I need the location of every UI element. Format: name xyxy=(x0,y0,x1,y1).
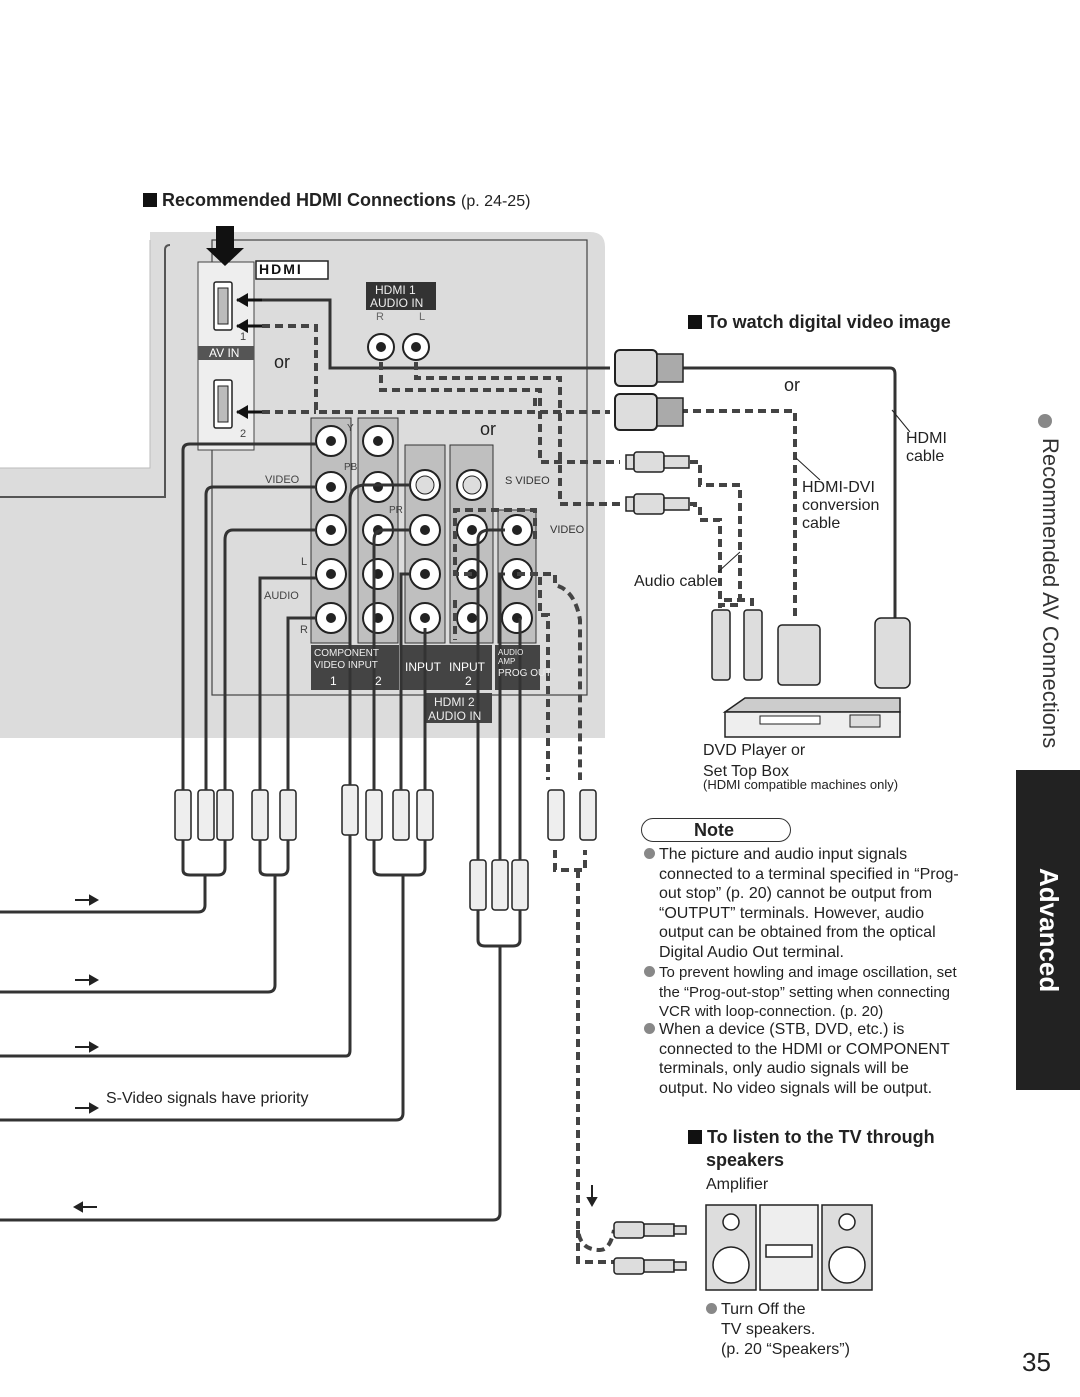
or-middle: or xyxy=(480,419,497,439)
hdmi2-audio-in-label-2: AUDIO IN xyxy=(428,709,482,723)
video-right-label: VIDEO xyxy=(550,524,585,536)
heading-watch-digital: To watch digital video image xyxy=(688,312,951,333)
tv-panel-edge xyxy=(0,244,171,498)
hdmi-logo: HDMI xyxy=(259,261,303,277)
note-item-3: When a device (STB, DVD, etc.) is connec… xyxy=(644,1020,950,1098)
audio-label: AUDIO xyxy=(264,590,299,602)
input-2-label: INPUT xyxy=(449,660,485,674)
prog-out-label: PROG OUT xyxy=(498,668,552,679)
l-label: L xyxy=(419,311,426,323)
s-video-label: S VIDEO xyxy=(505,475,550,487)
heading-listen-speakers: To listen to the TV through speakers xyxy=(688,1126,935,1172)
input-1-label: INPUT xyxy=(405,660,441,674)
hdmi1-audio-in-label-1: HDMI 1 xyxy=(375,283,416,297)
pr-label: PR xyxy=(389,505,403,516)
audio-cable-label: Audio cable xyxy=(634,573,718,590)
rca-plug-icon xyxy=(625,451,690,515)
y-label: Y xyxy=(347,423,354,434)
square-bullet-icon xyxy=(688,1130,702,1144)
square-bullet-icon xyxy=(688,315,702,329)
turn-off-speakers: Turn Off the TV speakers. (p. 20 “Speake… xyxy=(706,1300,850,1360)
comp-1-label: 1 xyxy=(330,674,337,688)
hdmi-plug-icon xyxy=(614,349,684,431)
input-2-num: 2 xyxy=(465,674,472,688)
bullet-icon xyxy=(644,1023,655,1034)
component-input-label: COMPONENT VIDEO INPUT xyxy=(314,648,379,671)
hdmi-port-1-icon xyxy=(213,281,233,331)
rca-plug-icon xyxy=(613,1221,687,1275)
pb-label: PB xyxy=(344,462,358,473)
audio-amp-label: AUDIO AMP xyxy=(498,648,524,666)
port-1-label: 1 xyxy=(240,331,247,343)
amplifier-icon xyxy=(705,1204,873,1291)
av-in-label: AV IN xyxy=(209,346,240,360)
amplifier-label: Amplifier xyxy=(706,1176,769,1193)
hdmi2-audio-in-label-1: HDMI 2 xyxy=(434,695,475,709)
bullet-icon xyxy=(706,1303,717,1314)
page-number: 35 xyxy=(1022,1347,1051,1377)
l-mark: L xyxy=(301,556,308,568)
hdmi-port-2-icon xyxy=(213,379,233,429)
dvd-note: (HDMI compatible machines only) xyxy=(703,777,899,792)
or-right: or xyxy=(784,375,801,395)
input-arrow-icon xyxy=(206,226,244,266)
dvd-player-icon xyxy=(722,697,901,738)
side-section-title: Recommended AV Connections xyxy=(1038,438,1063,749)
heading-recommended-hdmi: Recommended HDMI Connections (p. 24-25) xyxy=(143,190,530,211)
note-item-1: The picture and audio input signals conn… xyxy=(644,845,959,962)
svideo-priority-label: S-Video signals have priority xyxy=(106,1090,309,1107)
comp-2-label: 2 xyxy=(375,674,382,688)
video-label: VIDEO xyxy=(265,474,300,486)
note-item-2: To prevent howling and image oscillation… xyxy=(644,963,957,1022)
side-bullet-icon xyxy=(1038,414,1052,428)
r-label: R xyxy=(376,311,384,323)
note-title: Note xyxy=(694,820,734,840)
note-box xyxy=(641,818,791,842)
or-left: or xyxy=(274,352,291,372)
side-tab-label: Advanced xyxy=(1034,868,1064,993)
hdmi1-audio-in-label-2: AUDIO IN xyxy=(370,296,424,310)
port-2-label: 2 xyxy=(240,428,247,440)
side-tab xyxy=(1016,770,1080,1090)
r-mark: R xyxy=(300,624,308,636)
bullet-icon xyxy=(644,966,655,977)
bullet-icon xyxy=(644,848,655,859)
square-bullet-icon xyxy=(143,193,157,207)
